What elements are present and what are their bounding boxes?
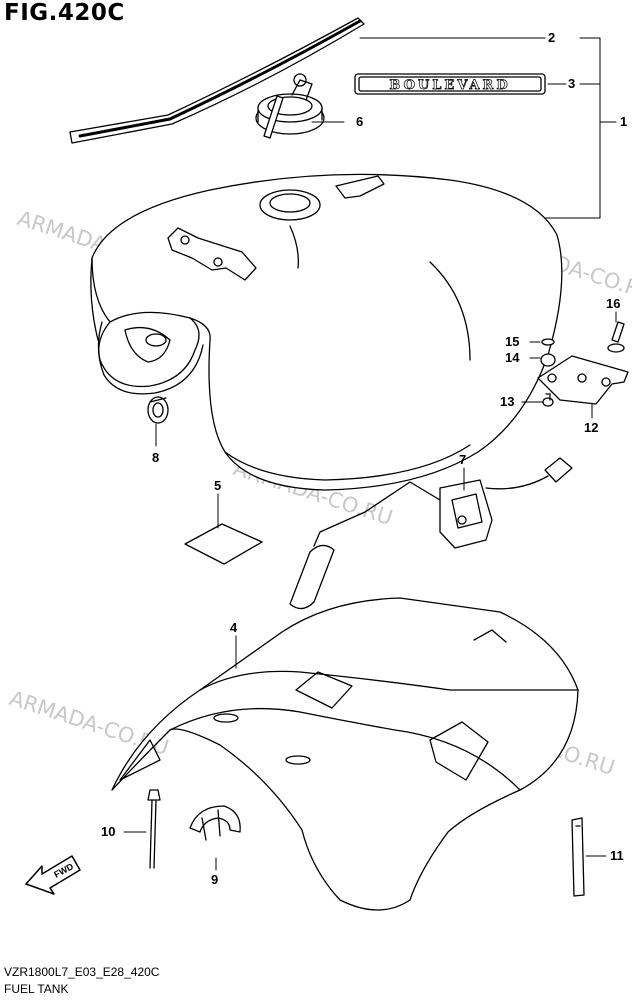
- diagram-code: VZR1800L7_E03_E28_420C: [4, 965, 160, 979]
- mounting-bracket: [537, 355, 629, 405]
- callout-12: 12: [584, 420, 599, 435]
- figure-title: FIG.420C: [4, 0, 125, 26]
- forward-direction-arrow: [25, 855, 81, 895]
- callout-6: 6: [356, 114, 364, 129]
- callout-3: 3: [568, 76, 576, 91]
- boulevard-emblem: [354, 73, 546, 95]
- tank-trim-strip: [69, 17, 365, 144]
- callout-13: 13: [500, 394, 515, 409]
- cable-tie: [147, 789, 161, 869]
- callout-10: 10: [101, 824, 116, 839]
- bolt: [607, 321, 625, 353]
- callout-4: 4: [230, 620, 238, 635]
- strap: [571, 817, 585, 897]
- callout-7: 7: [459, 452, 467, 467]
- callout-9: 9: [211, 872, 219, 887]
- callout-15: 15: [505, 334, 520, 349]
- emblem-text: BOULEVARD: [389, 78, 510, 93]
- washer: [541, 338, 555, 346]
- callout-2: 2: [548, 30, 556, 45]
- diagram-subtitle: FUEL TANK: [4, 982, 69, 996]
- callout-16: 16: [606, 296, 621, 311]
- fuel-cap: [255, 73, 325, 139]
- leader-lines: [123, 37, 617, 871]
- rubber-pad: [184, 523, 263, 565]
- callout-11: 11: [610, 848, 624, 863]
- fuel-level-sender: [289, 457, 573, 610]
- cushion: [540, 353, 556, 367]
- hose-clamp: [189, 805, 241, 841]
- callout-5: 5: [214, 478, 222, 493]
- fuel-tank: [90, 173, 563, 491]
- tank-cover: [111, 597, 579, 911]
- callout-14: 14: [505, 350, 520, 365]
- callout-1: 1: [620, 114, 628, 129]
- callout-8: 8: [152, 450, 160, 465]
- grommet: [147, 396, 169, 424]
- screw: [542, 393, 554, 407]
